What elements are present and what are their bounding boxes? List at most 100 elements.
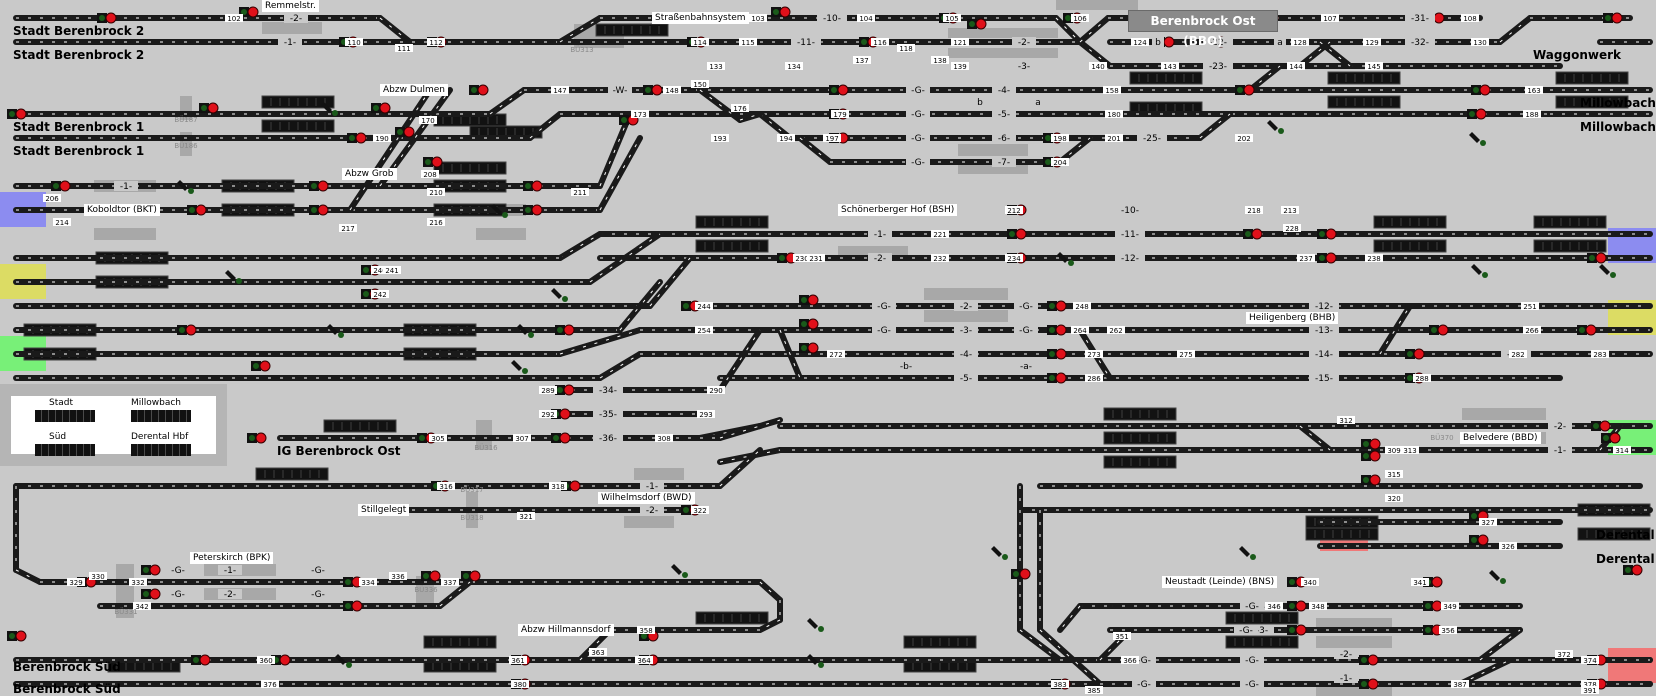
signal-number[interactable]: 190: [375, 135, 388, 143]
signal-number[interactable]: 266: [1525, 327, 1539, 335]
signal-light[interactable]: [1055, 348, 1067, 360]
signal-number[interactable]: 213: [1283, 207, 1296, 215]
switch-lever-icon[interactable]: [511, 360, 522, 371]
legend-indicator-millowbach[interactable]: [131, 410, 191, 422]
signal-light[interactable]: [569, 480, 581, 492]
signal-light[interactable]: [1585, 324, 1597, 336]
signal-light[interactable]: [1413, 348, 1425, 360]
switch-lever-icon[interactable]: [1239, 546, 1250, 557]
signal-number[interactable]: 251: [1523, 303, 1536, 311]
signal-number[interactable]: 321: [519, 513, 532, 521]
station-label-ig-berenbrock-ost[interactable]: IG Berenbrock Ost: [277, 444, 401, 458]
signal-number[interactable]: 238: [1367, 255, 1380, 263]
signal-light[interactable]: [149, 564, 161, 576]
switch-lever-icon[interactable]: [1471, 264, 1482, 275]
signal-number[interactable]: 309: [1387, 447, 1400, 455]
signal-number[interactable]: 111: [397, 45, 410, 53]
signal-number[interactable]: 288: [1415, 375, 1428, 383]
legend-indicator-sued[interactable]: [35, 444, 95, 456]
switch-lever-icon[interactable]: [491, 204, 502, 215]
signal-number[interactable]: 130: [1473, 39, 1486, 47]
signal-number[interactable]: 148: [665, 87, 678, 95]
station-label-berenbrock-sued-b[interactable]: Berenbrock Süd: [13, 682, 121, 696]
track-segment[interactable]: [1247, 63, 1283, 93]
signal-number[interactable]: 326: [1501, 543, 1515, 551]
signal-number[interactable]: 137: [855, 57, 868, 65]
switch-lever-icon[interactable]: [327, 324, 338, 335]
signal-light[interactable]: [15, 108, 27, 120]
signal-number[interactable]: 106: [1073, 15, 1087, 23]
signal-light[interactable]: [247, 6, 259, 18]
track-segment[interactable]: [737, 111, 763, 123]
signal-number[interactable]: 214: [55, 219, 69, 227]
signal-number[interactable]: 349: [1443, 603, 1456, 611]
signal-number[interactable]: 315: [1387, 471, 1400, 479]
signal-light[interactable]: [1431, 600, 1443, 612]
signal-number[interactable]: 206: [45, 195, 59, 203]
signal-light[interactable]: [469, 570, 481, 582]
signal-light[interactable]: [807, 342, 819, 354]
signal-light[interactable]: [1437, 324, 1449, 336]
signal-number[interactable]: 372: [1557, 651, 1570, 659]
signal-number[interactable]: 307: [515, 435, 528, 443]
signal-number[interactable]: 342: [135, 603, 148, 611]
signal-number[interactable]: 180: [1107, 111, 1120, 119]
signal-light[interactable]: [1369, 474, 1381, 486]
signal-light[interactable]: [807, 318, 819, 330]
signal-number[interactable]: 201: [1107, 135, 1120, 143]
signal-number[interactable]: 145: [1367, 63, 1380, 71]
signal-light[interactable]: [1325, 252, 1337, 264]
station-label-stadt-berenbrock-1b[interactable]: Stadt Berenbrock 1: [13, 144, 145, 158]
signal-number[interactable]: 193: [713, 135, 726, 143]
signal-light[interactable]: [1243, 84, 1255, 96]
signal-light[interactable]: [1433, 12, 1445, 24]
track-segment[interactable]: [1297, 423, 1333, 453]
switch-lever-icon[interactable]: [517, 324, 528, 335]
signal-light[interactable]: [59, 180, 71, 192]
track-segment[interactable]: [617, 279, 663, 333]
signal-light[interactable]: [1019, 568, 1031, 580]
signal-number[interactable]: 221: [933, 231, 946, 239]
signal-number[interactable]: 254: [697, 327, 711, 335]
signal-light[interactable]: [1251, 228, 1263, 240]
signal-number[interactable]: 147: [553, 87, 566, 95]
signal-number[interactable]: 262: [1109, 327, 1122, 335]
track-segment[interactable]: [1053, 15, 1083, 45]
signal-number[interactable]: 290: [709, 387, 722, 395]
signal-number[interactable]: 231: [809, 255, 822, 263]
switch-lever-icon[interactable]: [807, 618, 818, 629]
signal-number[interactable]: 102: [227, 15, 240, 23]
signal-light[interactable]: [403, 126, 415, 138]
signal-number[interactable]: 361: [511, 657, 524, 665]
signal-number[interactable]: 163: [1527, 87, 1540, 95]
switch-lever-icon[interactable]: [671, 564, 682, 575]
signal-number[interactable]: 194: [779, 135, 793, 143]
signal-light[interactable]: [1325, 228, 1337, 240]
signal-light[interactable]: [559, 432, 571, 444]
signal-light[interactable]: [1295, 624, 1307, 636]
signal-light[interactable]: [185, 324, 197, 336]
signal-light[interactable]: [1475, 108, 1487, 120]
signal-light[interactable]: [1015, 228, 1027, 240]
signal-light[interactable]: [1611, 12, 1623, 24]
signal-number[interactable]: 158: [1105, 87, 1118, 95]
signal-light[interactable]: [105, 12, 117, 24]
signal-light[interactable]: [1609, 432, 1621, 444]
switch-lever-icon[interactable]: [1057, 252, 1068, 263]
signal-light[interactable]: [651, 84, 663, 96]
signal-number[interactable]: 197: [825, 135, 838, 143]
signal-number[interactable]: 283: [1593, 351, 1606, 359]
signal-number[interactable]: 138: [933, 57, 946, 65]
signal-number[interactable]: 272: [829, 351, 842, 359]
signal-number[interactable]: 218: [1247, 207, 1260, 215]
track-segment[interactable]: [1077, 15, 1111, 45]
signal-number[interactable]: 346: [1267, 603, 1281, 611]
track-segment[interactable]: [1377, 303, 1413, 357]
signal-number[interactable]: 150: [693, 81, 706, 89]
signal-number[interactable]: 374: [1583, 657, 1597, 665]
signal-light[interactable]: [477, 84, 489, 96]
station-label-derental-a[interactable]: Derental: [1596, 528, 1655, 542]
track-segment[interactable]: [527, 111, 563, 141]
switch-lever-icon[interactable]: [807, 654, 818, 665]
station-label-waggonwerk[interactable]: Waggonwerk: [1533, 48, 1621, 62]
